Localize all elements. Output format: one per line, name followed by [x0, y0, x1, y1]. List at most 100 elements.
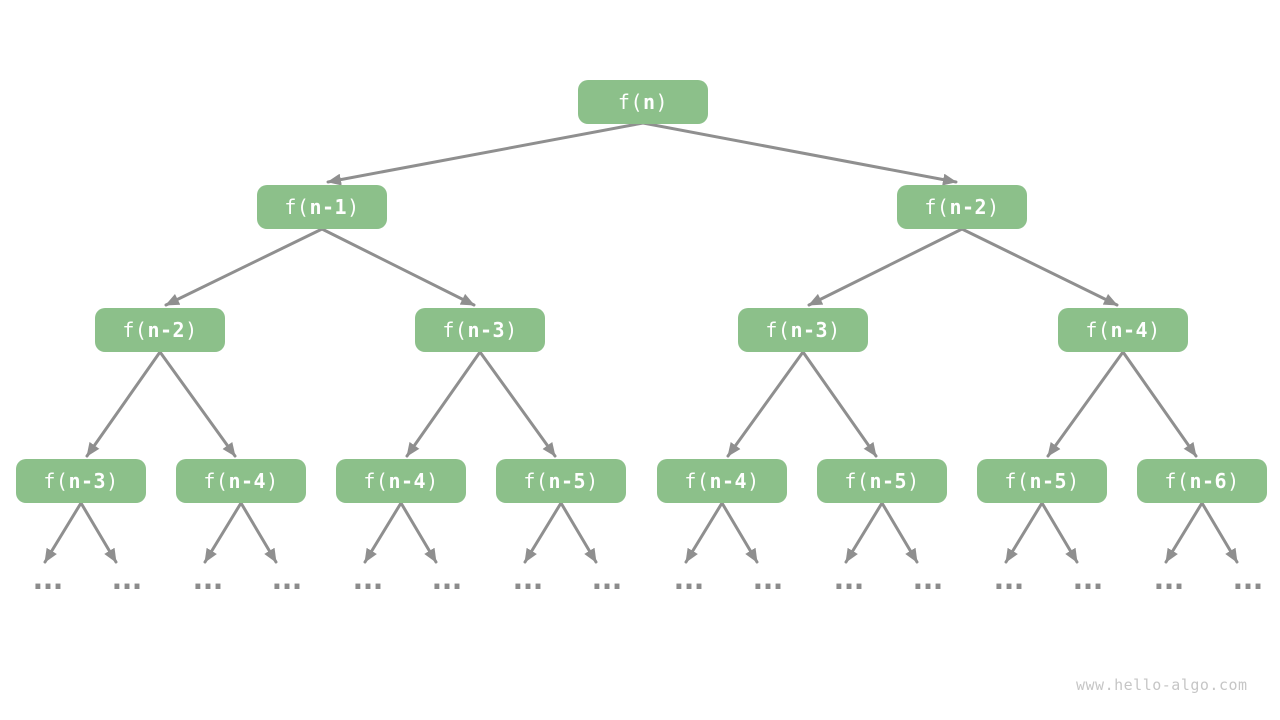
tree-node: f(n-1): [257, 185, 387, 229]
node-label-suffix: ): [266, 469, 279, 493]
ellipsis: ...: [267, 562, 306, 597]
edge-arrow: [559, 501, 598, 564]
node-label-suffix: ): [747, 469, 760, 493]
ellipsis: ...: [107, 562, 146, 597]
node-label-var: n-4: [388, 469, 427, 493]
node-label-prefix: f(: [284, 195, 310, 219]
edge-arrow: [801, 350, 878, 458]
node-label-var: n: [643, 90, 656, 114]
node-label-prefix: f(: [765, 318, 791, 342]
edge-arrow: [960, 227, 1119, 307]
tree-node: f(n-3): [738, 308, 868, 352]
node-label-prefix: f(: [1085, 318, 1111, 342]
node-label-prefix: f(: [617, 90, 643, 114]
edge-arrow: [1004, 501, 1044, 564]
node-label-prefix: f(: [122, 318, 148, 342]
ellipsis: ...: [908, 562, 947, 597]
node-label-prefix: f(: [924, 195, 950, 219]
ellipsis: ...: [348, 562, 387, 597]
edge-arrow: [807, 227, 964, 307]
edge-arrow: [320, 227, 476, 307]
edge-arrow: [478, 350, 557, 458]
ellipsis: ...: [427, 562, 466, 597]
edge-arrow: [641, 121, 958, 186]
node-label-suffix: ): [426, 469, 439, 493]
ellipsis: ...: [989, 562, 1028, 597]
node-label-prefix: f(: [442, 318, 468, 342]
edge-arrow: [363, 501, 403, 564]
edge-arrow: [405, 350, 482, 458]
node-label-suffix: ): [1148, 318, 1161, 342]
node-label-suffix: ): [505, 318, 518, 342]
node-label-prefix: f(: [1004, 469, 1030, 493]
tree-node: f(n-5): [817, 459, 947, 503]
node-label-prefix: f(: [844, 469, 870, 493]
edge-arrow: [523, 501, 563, 564]
node-label-var: n-2: [949, 195, 988, 219]
node-label-suffix: ): [1067, 469, 1080, 493]
ellipsis: ...: [1228, 562, 1267, 597]
node-label-var: n-2: [147, 318, 186, 342]
edge-arrow: [1121, 350, 1198, 458]
node-label-suffix: ): [828, 318, 841, 342]
edge-arrow: [43, 501, 83, 564]
ellipsis: ...: [1068, 562, 1107, 597]
edge-arrow: [239, 501, 278, 564]
edge-arrow: [684, 501, 724, 564]
edge-arrow: [1040, 501, 1079, 564]
node-label-suffix: ): [1227, 469, 1240, 493]
tree-node: f(n): [578, 80, 708, 124]
node-label-prefix: f(: [203, 469, 229, 493]
tree-node: f(n-5): [977, 459, 1107, 503]
tree-node: f(n-4): [1058, 308, 1188, 352]
ellipsis: ...: [587, 562, 626, 597]
node-label-suffix: ): [185, 318, 198, 342]
node-label-prefix: f(: [523, 469, 549, 493]
node-label-var: n-6: [1189, 469, 1228, 493]
edge-arrow: [85, 350, 162, 458]
node-label-prefix: f(: [43, 469, 69, 493]
node-label-var: n-4: [228, 469, 267, 493]
node-label-suffix: ): [987, 195, 1000, 219]
ellipsis: ...: [669, 562, 708, 597]
site-watermark: www.hello-algo.com: [1076, 676, 1248, 694]
edge-arrow: [203, 501, 243, 564]
ellipsis: ...: [508, 562, 547, 597]
tree-node: f(n-4): [657, 459, 787, 503]
node-label-var: n-1: [309, 195, 348, 219]
tree-node: f(n-4): [336, 459, 466, 503]
edge-arrow: [158, 350, 237, 458]
edge-arrow: [844, 501, 884, 564]
edge-arrow: [1200, 501, 1239, 564]
tree-node: f(n-2): [95, 308, 225, 352]
tree-node: f(n-3): [415, 308, 545, 352]
node-label-prefix: f(: [1164, 469, 1190, 493]
edge-arrow: [720, 501, 759, 564]
tree-node: f(n-3): [16, 459, 146, 503]
tree-node: f(n-5): [496, 459, 626, 503]
ellipsis: ...: [1149, 562, 1188, 597]
node-label-var: n-3: [68, 469, 107, 493]
ellipsis: ...: [188, 562, 227, 597]
node-label-prefix: f(: [363, 469, 389, 493]
edge-arrow: [1046, 350, 1125, 458]
node-label-var: n-3: [790, 318, 829, 342]
edge-arrow: [1164, 501, 1204, 564]
edge-arrow: [399, 501, 438, 564]
node-label-suffix: ): [347, 195, 360, 219]
node-label-suffix: ): [106, 469, 119, 493]
tree-node: f(n-4): [176, 459, 306, 503]
edge-arrow: [726, 350, 805, 458]
edge-arrow: [880, 501, 919, 564]
node-label-prefix: f(: [684, 469, 710, 493]
node-label-var: n-5: [548, 469, 587, 493]
node-label-var: n-5: [869, 469, 908, 493]
ellipsis: ...: [28, 562, 67, 597]
edge-arrow: [326, 121, 645, 186]
ellipsis: ...: [829, 562, 868, 597]
node-label-suffix: ): [907, 469, 920, 493]
node-label-var: n-4: [1110, 318, 1149, 342]
ellipsis: ...: [748, 562, 787, 597]
edge-arrow: [79, 501, 118, 564]
